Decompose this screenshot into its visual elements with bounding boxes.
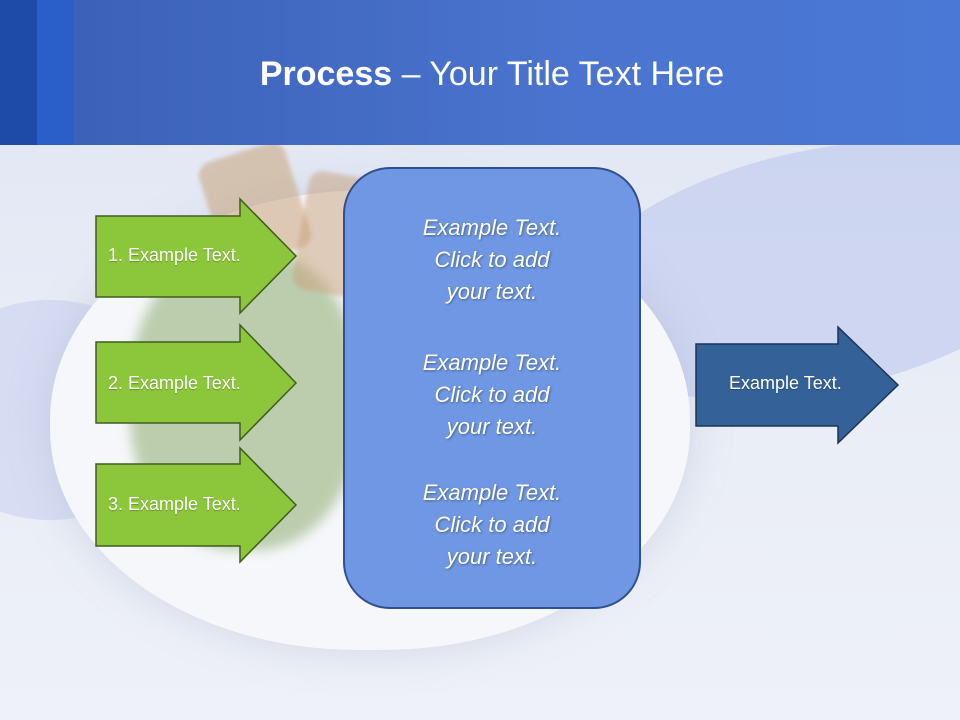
- slide-title[interactable]: Process – Your Title Text Here: [0, 55, 960, 94]
- center-text-line: Click to add: [434, 382, 550, 407]
- green-arrow-2-label: 2. Example Text.: [108, 373, 241, 393]
- center-text-line: Example Text.: [422, 215, 562, 240]
- center-box[interactable]: [343, 167, 641, 609]
- title-rest: – Your Title Text Here: [392, 55, 725, 93]
- right-arrow[interactable]: [695, 325, 900, 445]
- green-arrow-1[interactable]: [95, 197, 298, 315]
- center-paragraph-1: Example Text. Click to add your text.: [346, 212, 638, 308]
- title-bold: Process: [259, 55, 393, 93]
- center-text-line: Example Text.: [422, 350, 562, 375]
- title-bar: Process – Your Title Text Here: [0, 0, 960, 145]
- center-text-line: your text.: [446, 544, 538, 569]
- center-text-line: Click to add: [434, 512, 550, 537]
- green-arrow-1-label: 1. Example Text.: [108, 245, 241, 265]
- green-arrow-2[interactable]: [95, 323, 298, 442]
- header-accent-strip: [37, 0, 74, 145]
- header-accent-strip: [0, 0, 37, 145]
- center-text-line: your text.: [446, 279, 538, 304]
- green-arrow-3[interactable]: [95, 446, 298, 564]
- center-paragraph-3: Example Text. Click to add your text.: [346, 477, 638, 573]
- center-paragraph-2: Example Text. Click to add your text.: [346, 347, 638, 443]
- center-text-line: your text.: [446, 414, 538, 439]
- green-arrow-3-label: 3. Example Text.: [108, 494, 241, 514]
- center-text-line: Click to add: [434, 247, 550, 272]
- center-text-line: Example Text.: [422, 480, 562, 505]
- right-arrow-label: Example Text.: [729, 373, 842, 393]
